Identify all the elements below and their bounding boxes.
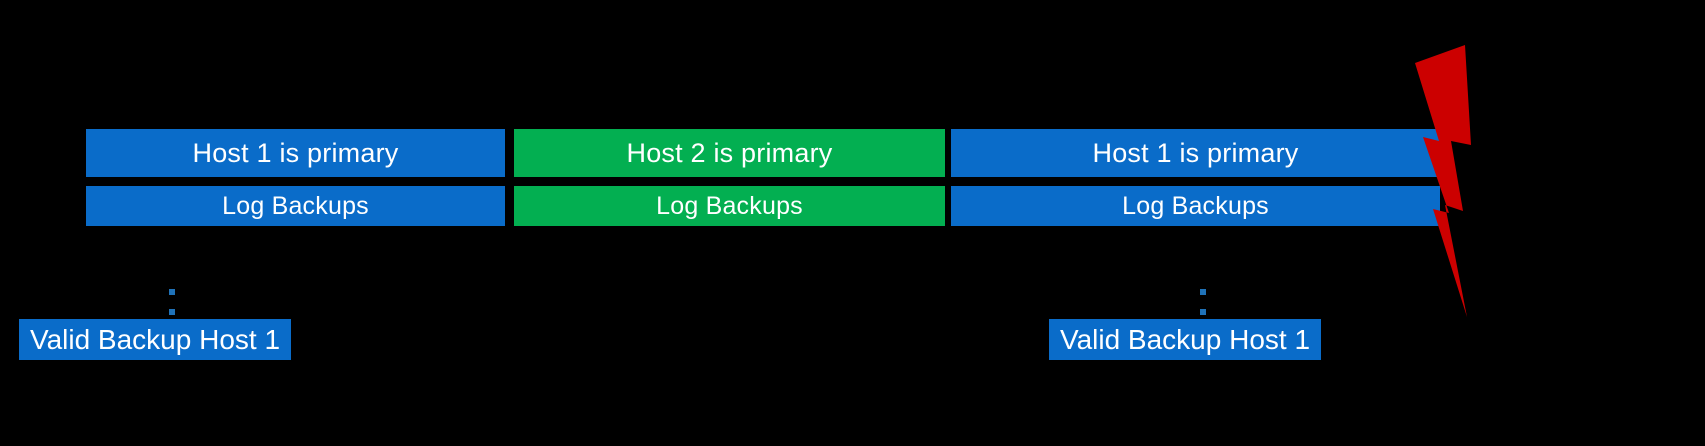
leader-dot (169, 309, 175, 315)
primary-replica-row-segment-3[interactable]: Host 1 is primary (951, 129, 1440, 177)
callout-label: Valid Backup Host 1 (29, 323, 281, 355)
segment-label: Host 2 is primary (626, 138, 833, 168)
failover-lightning-bolt (1405, 45, 1477, 317)
log-backup-row-segment-3[interactable]: Log Backups (951, 186, 1440, 226)
leader-dot (1200, 289, 1206, 295)
segment-label: Log Backups (1122, 192, 1269, 220)
segment-label: Log Backups (222, 192, 369, 220)
segment-label: Log Backups (656, 192, 803, 220)
segment-label: Host 1 is primary (192, 138, 399, 168)
leader-dot (1200, 309, 1206, 315)
primary-replica-row-segment-1[interactable]: Host 1 is primary (86, 129, 505, 177)
valid-backup-callout-right-leader-line (1200, 289, 1206, 315)
leader-dot (169, 289, 175, 295)
callout-label: Valid Backup Host 1 (1059, 323, 1311, 355)
log-backup-row-segment-1[interactable]: Log Backups (86, 186, 505, 226)
segment-label: Host 1 is primary (1092, 138, 1299, 168)
valid-backup-callout-right[interactable]: Valid Backup Host 1 (1049, 319, 1321, 360)
valid-backup-callout-left-leader-line (169, 289, 175, 315)
primary-replica-row-segment-2[interactable]: Host 2 is primary (514, 129, 945, 177)
valid-backup-callout-left[interactable]: Valid Backup Host 1 (19, 319, 291, 360)
lightning-bolt-icon (1415, 45, 1471, 317)
log-backup-row-segment-2[interactable]: Log Backups (514, 186, 945, 226)
